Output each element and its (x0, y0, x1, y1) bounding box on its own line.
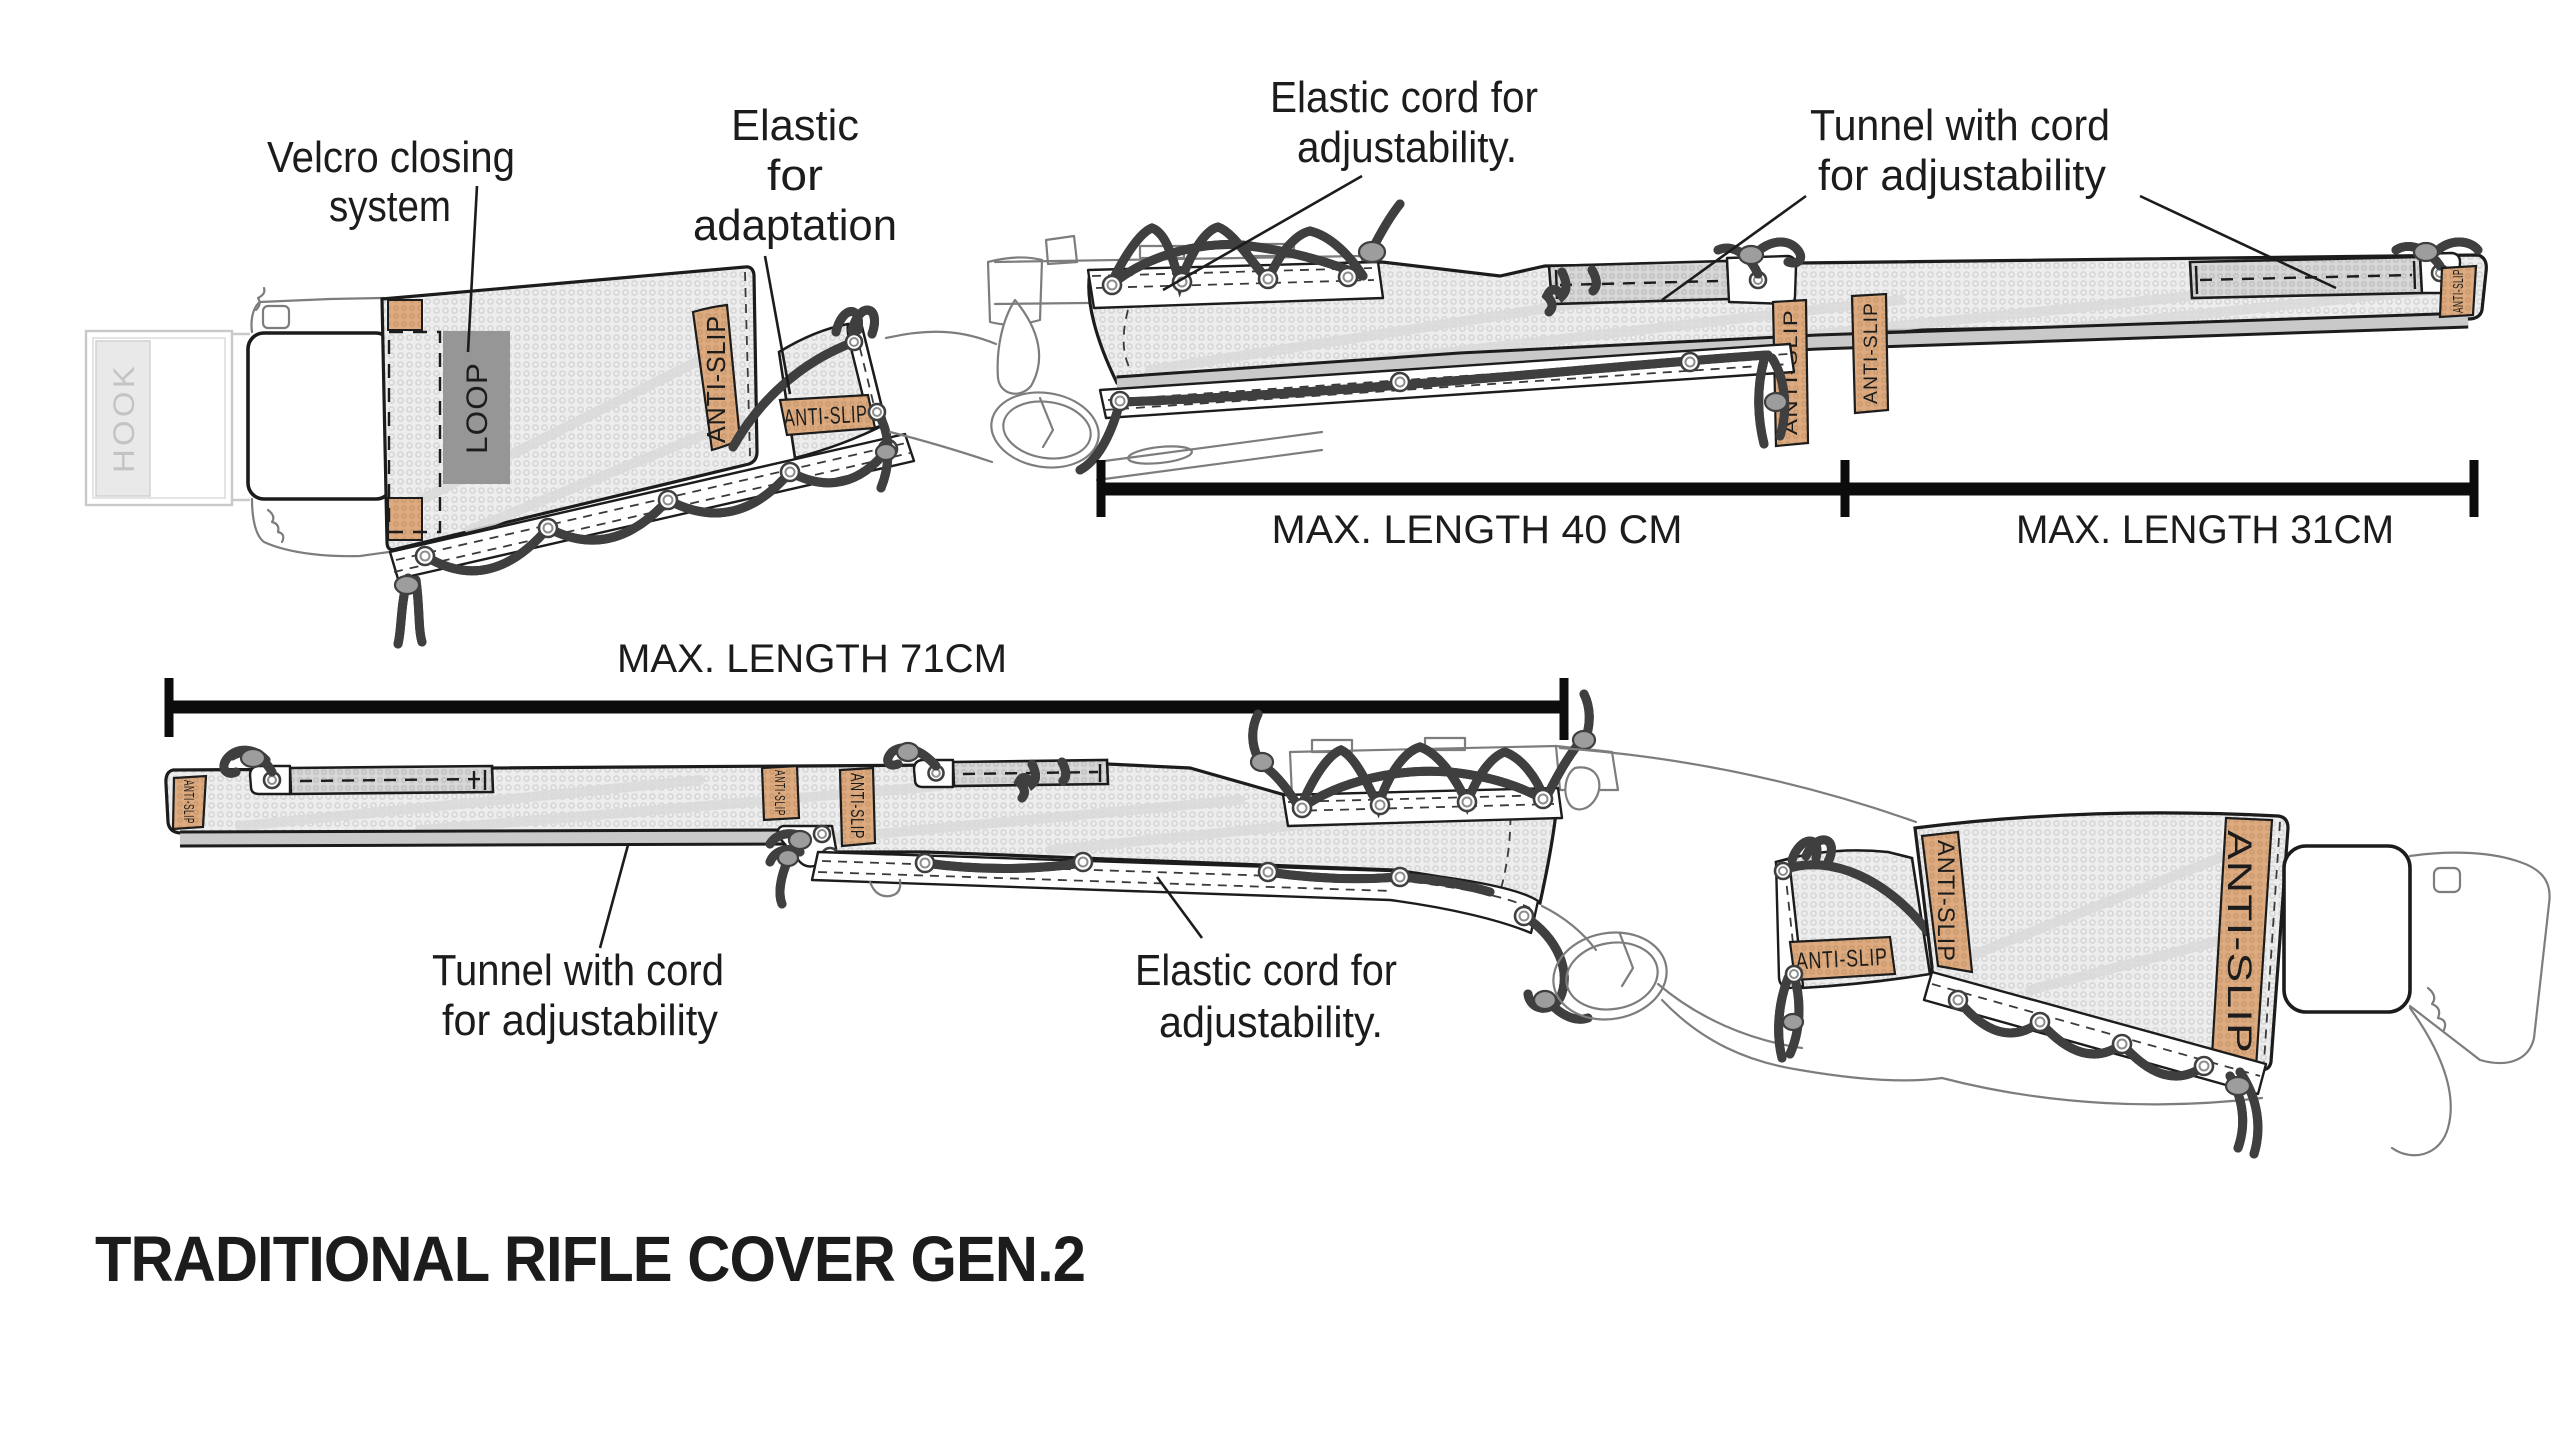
svg-text:ANTI-SLIP: ANTI-SLIP (847, 773, 867, 839)
leader-elastic-cord-top (1162, 174, 1363, 292)
anti-slip-strip-butt-bottom-left (1920, 830, 1974, 974)
annotation-elastic-cord-bottom-line1: Elastic cord for (1135, 946, 1397, 995)
svg-text:ANTI-SLIP: ANTI-SLIP (1861, 302, 1882, 404)
tan-corner-top (387, 299, 423, 331)
annotation-tunnel-top-line2: for adjustability (1818, 151, 2106, 200)
svg-text:ANTI-SLIP: ANTI-SLIP (2450, 269, 2467, 313)
tunnel-bottom-mid (888, 741, 1110, 803)
measurement-overall-label: MAX. LENGTH 71CM (617, 637, 1007, 681)
anti-slip-strip-gusset-top (778, 393, 877, 437)
svg-text:ANTI-SLIP: ANTI-SLIP (701, 315, 731, 443)
hook-flap-ghost: HOOK (84, 329, 250, 507)
annotation-velcro-line2: system (329, 182, 451, 231)
annotation-elastic-cord-top-line1: Elastic cord for (1270, 73, 1538, 122)
anti-slip-strip-bottom-2 (838, 766, 877, 848)
forend-cover-top: ANTI-SLIP ANTI-SLIP ANTI-SLIP (1087, 242, 2488, 448)
svg-text:ANTI-SLIP: ANTI-SLIP (1795, 944, 1888, 976)
leader-velcro (466, 185, 479, 353)
velcro-flap (246, 331, 394, 501)
leader-elastic-adaptation (763, 255, 792, 395)
leader-tunnel-top-right (2139, 194, 2337, 290)
annotation-elastic-cord-top-line2: adjustability. (1297, 123, 1517, 172)
butt-stock-ghost-top (250, 286, 398, 558)
measurement-overall: MAX. LENGTH 71CM (164, 637, 1569, 740)
butt-cover-top: LOOP ANTI-SLIP (380, 265, 759, 552)
annotation-elastic-adaptation-line1: Elastic (731, 101, 859, 150)
leader-elastic-cord-bottom (1155, 876, 1204, 939)
tan-corner-bottom (387, 497, 423, 541)
annotation-tunnel-top-line1: Tunnel with cord (1810, 101, 2110, 150)
tunnel-top-right (2188, 242, 2483, 300)
stock-ghost-bottom (1540, 746, 2264, 1106)
svg-text:ANTI-SLIP: ANTI-SLIP (180, 780, 197, 824)
action-lacing-bottom (1251, 689, 1620, 828)
anti-slip-strip-muzzle-top (2438, 264, 2478, 319)
annotation-velcro-line1: Velcro closing (267, 133, 515, 182)
annotation-elastic-cord-bottom-line2: adjustability. (1159, 998, 1383, 1047)
wrist-gusset-bottom: ANTI-SLIP (1773, 840, 1933, 1063)
action-lacing-top (1086, 199, 1405, 310)
svg-text:ANTI-SLIP: ANTI-SLIP (783, 401, 868, 432)
tunnel-top-left (1541, 242, 1801, 317)
anti-slip-strip-bottom-1 (760, 764, 801, 822)
forend-lacing-strip-top (1075, 342, 1796, 475)
leader-tunnel-bottom (598, 844, 630, 949)
annotation-tunnel-bottom-line1: Tunnel with cord (432, 946, 724, 995)
leader-tunnel-top-left (1661, 194, 1807, 302)
measurement-top: MAX. LENGTH 40 CM MAX. LENGTH 31CM (1096, 460, 2479, 552)
wrist-gusset-top: ANTI-SLIP (728, 310, 898, 493)
svg-text:ANTI-SLIP: ANTI-SLIP (1932, 840, 1959, 962)
butt-lacing-strip-top (388, 432, 916, 649)
measurement-forend: MAX. LENGTH 40 CM (1272, 508, 1683, 552)
action-ghost-top (884, 234, 1364, 482)
svg-text:ANTI-SLIP: ANTI-SLIP (2220, 830, 2258, 1054)
loop-strip-label: LOOP (461, 362, 494, 454)
annotation-elastic-adaptation-line2: for (767, 151, 823, 200)
page-title: TRADITIONAL RIFLE COVER GEN.2 (95, 1223, 1085, 1295)
hook-strip-label: HOOK (108, 363, 141, 473)
measurement-barrel: MAX. LENGTH 31CM (2016, 508, 2394, 552)
tunnel-bottom-left (224, 749, 495, 796)
butt-pad-bottom (2282, 844, 2551, 1157)
anti-slip-strip-muzzle-bottom (171, 774, 208, 831)
hook-strip (95, 340, 151, 497)
velcro-hook-panel (387, 330, 442, 534)
forend-lacing-strip-bottom (810, 850, 1593, 1019)
butt-cover-bottom: ANTI-SLIP ANTI-SLIP (1913, 811, 2290, 1159)
annotations: Velcro closing system Elastic for adapta… (267, 73, 2337, 1047)
annotation-elastic-adaptation-line3: adaptation (693, 201, 897, 250)
top-rifle-view: HOOK LOOP ANTI-SLI (84, 199, 2488, 649)
annotation-tunnel-bottom-line2: for adjustability (442, 996, 718, 1045)
anti-slip-strip-transition-2 (1850, 292, 1890, 415)
velcro-loop-panel (443, 331, 510, 484)
svg-text:ANTI-SLIP: ANTI-SLIP (771, 770, 788, 816)
bottom-rifle-view: MAX. LENGTH 71CM ANTI-SLIP (164, 637, 2551, 1159)
